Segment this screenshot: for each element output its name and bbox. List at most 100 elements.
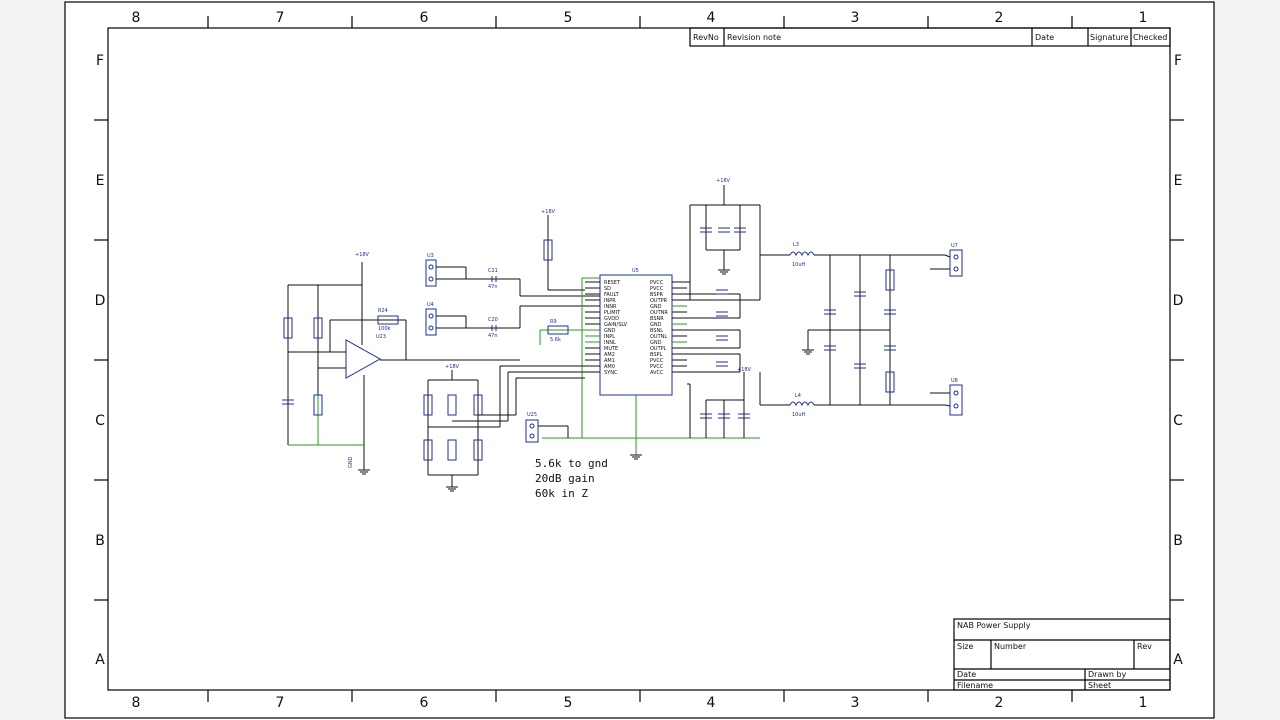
ic-pin-right: BSNR [650, 316, 664, 322]
mid-connector: U25 [525, 412, 569, 443]
connector-icon [525, 419, 539, 443]
col-label-bottom: 4 [707, 695, 716, 711]
connector-icon [425, 308, 437, 336]
col-label-top: 8 [132, 10, 141, 26]
supply-label: +18V [541, 209, 556, 215]
ic-pin-right: OUTPR [650, 298, 668, 304]
ic-right-pins [672, 281, 687, 373]
outer-border [64, 1, 1215, 719]
title-block-drawn-by: Drawn by [1088, 670, 1127, 679]
resistor-icon [447, 394, 457, 416]
bootstrap-caps [687, 289, 741, 373]
note-line-2: 20dB gain [535, 472, 595, 485]
cap-in2-value: 47n [488, 333, 498, 339]
col-label-bottom: 2 [995, 695, 1004, 711]
col-label-bottom: 1 [1139, 695, 1148, 711]
inner-border [107, 27, 1171, 691]
opamp-symbol [345, 339, 382, 379]
output-filter: L3 10uH L4 10uH [759, 242, 945, 418]
resistor-icon [283, 317, 293, 339]
connector-icon [949, 249, 963, 277]
ic-pin-right: PVCC [650, 358, 664, 364]
ic-pin-left: INPR [604, 298, 616, 304]
supply-label: +18V [355, 252, 370, 258]
ic-left-pins [585, 281, 600, 373]
col-label-top: 6 [420, 10, 429, 26]
conn-in2-label: U4 [427, 302, 434, 308]
col-label-bottom: 3 [851, 695, 860, 711]
inductor-icon [789, 401, 815, 407]
ic-pin-left: MUTE [604, 346, 618, 352]
note-line-1: 5.6k to gnd [535, 457, 608, 470]
revision-block: RevNo Revision note Date Signature Check… [689, 27, 1171, 47]
resistor-icon [547, 325, 569, 335]
decoupling-bottom: +18V [687, 367, 752, 438]
zone-ticks [94, 16, 1184, 702]
input-connectors: U3 U4 C21 C20 47n 47n [425, 253, 600, 339]
supply-label: +18V [737, 367, 752, 373]
r-fb-label: R24 [378, 308, 388, 314]
opamp-label: U23 [376, 334, 386, 340]
ic-pin-right: PVCC [650, 364, 664, 370]
title-block-sheet: Sheet [1088, 681, 1111, 690]
resistor-icon [447, 439, 457, 461]
title-block-title: NAB Power Supply [957, 621, 1031, 630]
ic-pin-left: INPL [604, 334, 615, 340]
ic-pin-left: PLIMIT [604, 310, 621, 316]
ic-pin-right: PVCC [650, 286, 664, 292]
ic-pin-left: INNR [604, 304, 617, 310]
r-gain-value: 5.6k [550, 337, 561, 343]
ic-label: U5 [632, 268, 639, 274]
rev-header-signature: Signature [1090, 33, 1129, 42]
col-label-bottom: 5 [564, 695, 573, 711]
ic-pin-right: GND [650, 304, 662, 310]
ic-pin-right: BSPR [650, 292, 664, 298]
row-label-left: A [95, 652, 105, 668]
title-block-date: Date [957, 670, 976, 679]
resistor-icon [473, 439, 483, 461]
right-letterbox [1214, 0, 1280, 720]
ic-pin-right: BSPL [650, 352, 663, 358]
resistor-icon [423, 394, 433, 416]
ic-pin-left: GND [604, 328, 616, 334]
rev-header-checked: Checked [1133, 33, 1167, 42]
resistor-icon [885, 269, 895, 291]
ic-pin-right: PVCC [650, 280, 664, 286]
title-block: NAB Power Supply Size Number Rev Date Dr… [953, 618, 1171, 691]
supply-label: +18V [445, 364, 460, 370]
ic-pin-right: OUTNL [650, 334, 667, 340]
row-label-left: B [95, 533, 105, 549]
ic-pin-right: BSNL [650, 328, 663, 334]
conn-out1-label: U7 [951, 243, 958, 249]
connector-icon [949, 384, 963, 416]
resistor-icon [885, 371, 895, 393]
amplifier-ic: U5 RESET SD FAULT [585, 268, 687, 396]
col-label-top: 2 [995, 10, 1004, 26]
row-label-right: D [1173, 293, 1184, 309]
resistor-icon [543, 239, 553, 261]
ic-pin-left: FAULT [604, 292, 620, 298]
ic-pin-left: RESET [604, 280, 621, 286]
cap-in1-value: 47n [488, 284, 498, 290]
ind2-label: L4 [795, 393, 801, 399]
resistor-icon [313, 317, 323, 339]
rev-header-date: Date [1035, 33, 1054, 42]
row-label-right: B [1173, 533, 1183, 549]
conn-mid-label: U25 [527, 412, 537, 418]
r-gain-label: R9 [550, 319, 557, 325]
col-label-bottom: 8 [132, 695, 141, 711]
ic-pin-right: AVCC [650, 370, 664, 376]
ic-pin-left: SD [604, 286, 611, 292]
rev-header-note: Revision note [727, 33, 781, 42]
ic-pin-right: GND [650, 322, 662, 328]
ic-pin-left: AM1 [604, 358, 615, 364]
title-block-number: Number [994, 642, 1027, 651]
ic-pin-left: AM0 [604, 364, 615, 370]
ic-pin-right: OUTNR [650, 310, 668, 316]
resistor-icon [313, 394, 323, 416]
col-label-bottom: 7 [276, 695, 285, 711]
resistor-icon [423, 439, 433, 461]
title-block-rev: Rev [1137, 642, 1152, 651]
sheet-background [65, 0, 1214, 720]
